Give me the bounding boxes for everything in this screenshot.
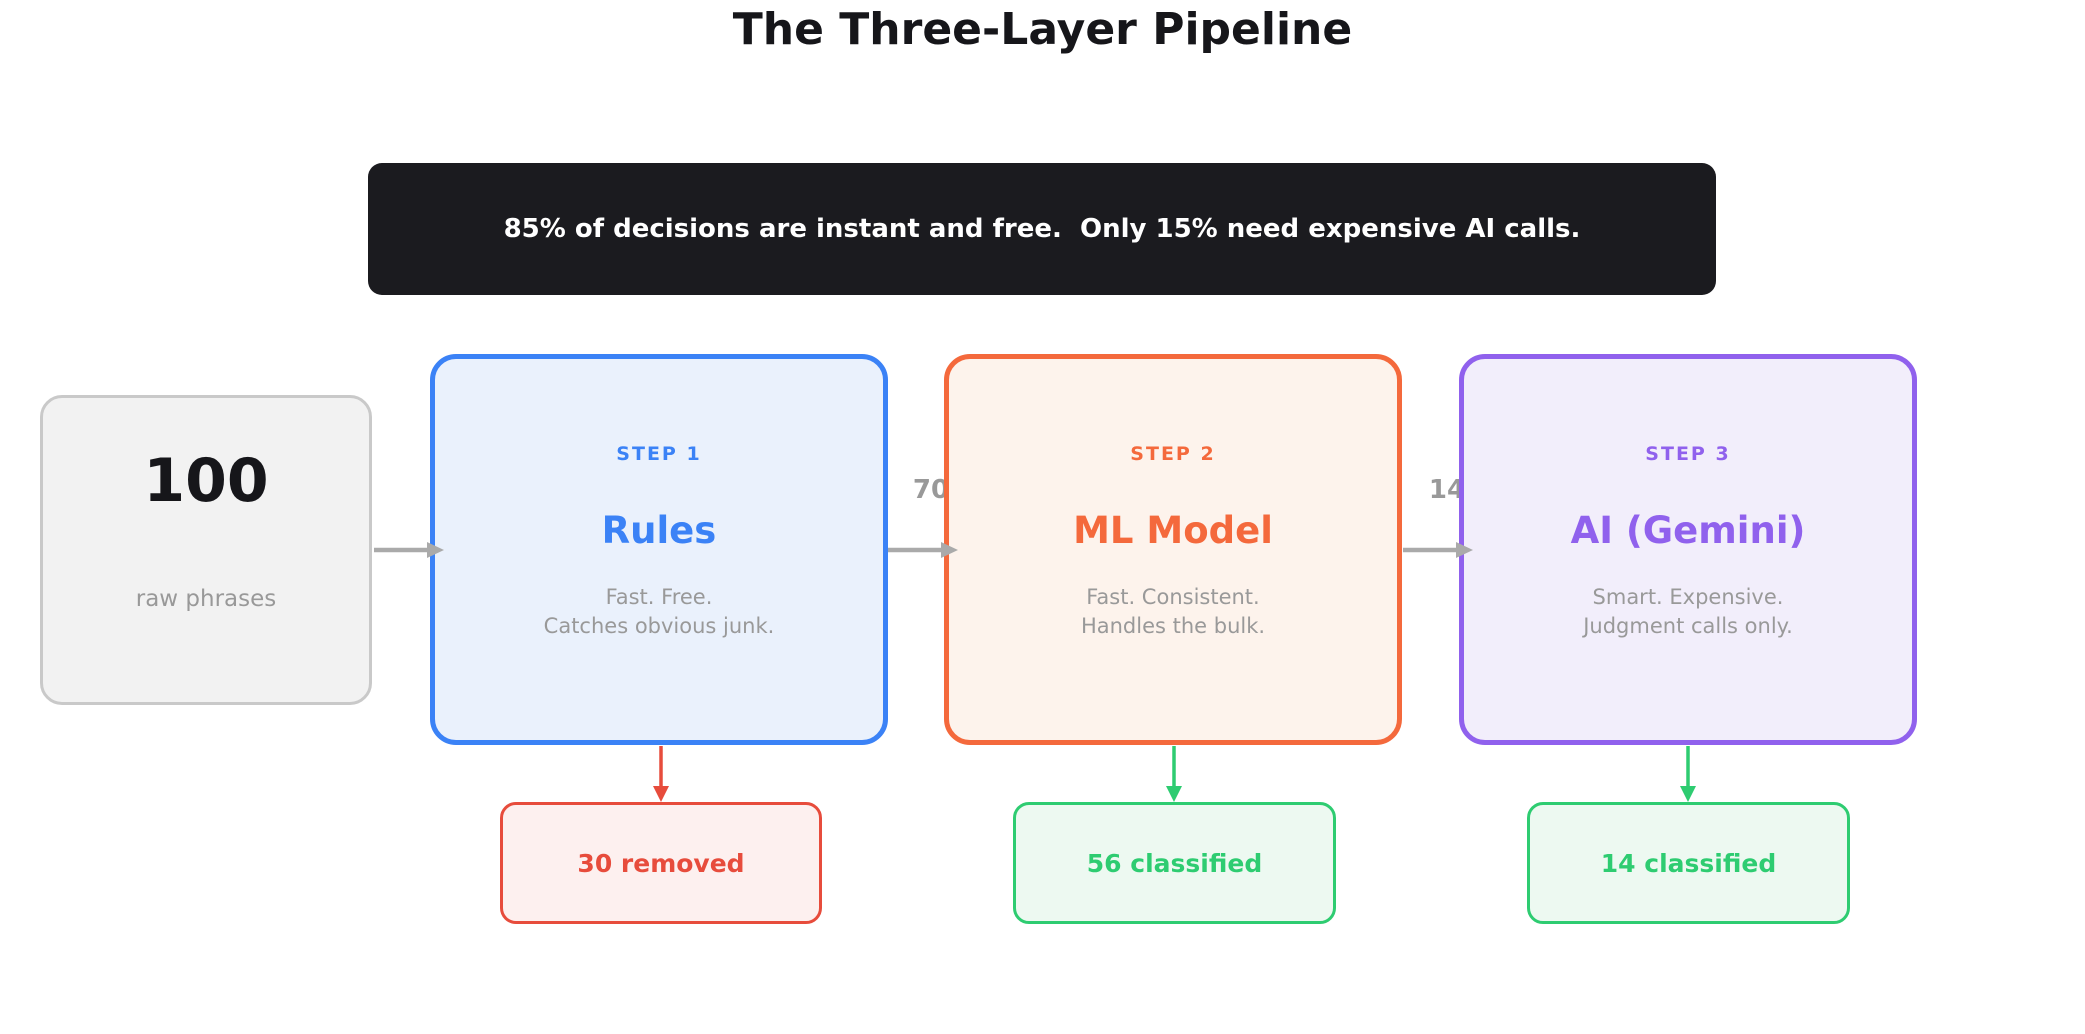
outcome-box-ml-classified: 56 classified: [1013, 802, 1336, 924]
arrow-rules-to-ml-icon: [888, 542, 958, 558]
step-box-rules: STEP 1 Rules Fast. Free. Catches obvious…: [430, 354, 888, 745]
step-number-label: STEP 3: [1645, 443, 1731, 465]
arrow-ml-to-classified-icon: [1166, 746, 1182, 802]
page-title: The Three-Layer Pipeline: [732, 4, 1353, 55]
step-desc-line: Catches obvious junk.: [543, 614, 775, 638]
outcome-box-removed: 30 removed: [500, 802, 822, 924]
step-desc-line: Judgment calls only.: [1583, 614, 1793, 638]
step-box-ai-gemini: STEP 3 AI (Gemini) Smart. Expensive. Jud…: [1459, 354, 1917, 745]
arrow-rules-to-removed-icon: [653, 746, 669, 802]
step-number-label: STEP 2: [1130, 443, 1216, 465]
arrow-source-to-rules-icon: [374, 542, 444, 558]
step-title: ML Model: [1073, 509, 1273, 552]
step-title: Rules: [601, 509, 717, 552]
step-desc-line: Handles the bulk.: [1080, 614, 1266, 638]
source-count: 100: [143, 446, 269, 516]
step-box-ml-model: STEP 2 ML Model Fast. Consistent. Handle…: [944, 354, 1402, 745]
arrow-ai-to-classified-icon: [1680, 746, 1696, 802]
step-title: AI (Gemini): [1570, 509, 1806, 552]
step-description: Fast. Consistent. Handles the bulk.: [949, 583, 1397, 641]
summary-banner-text: 85% of decisions are instant and free. O…: [503, 214, 1581, 244]
flow-count-rules-to-ml: 70: [912, 475, 950, 505]
step-desc-line: Smart. Expensive.: [1592, 585, 1784, 609]
source-box: 100 raw phrases: [40, 395, 372, 705]
step-description: Fast. Free. Catches obvious junk.: [435, 583, 883, 641]
step-description: Smart. Expensive. Judgment calls only.: [1464, 583, 1912, 641]
summary-banner: 85% of decisions are instant and free. O…: [368, 163, 1716, 295]
outcome-text: 56 classified: [1086, 848, 1263, 878]
outcome-text: 30 removed: [577, 848, 745, 878]
step-number-label: STEP 1: [616, 443, 702, 465]
source-label: raw phrases: [135, 586, 277, 612]
arrow-ml-to-ai-icon: [1403, 542, 1473, 558]
outcome-text: 14 classified: [1600, 848, 1777, 878]
outcome-box-ai-classified: 14 classified: [1527, 802, 1850, 924]
step-desc-line: Fast. Free.: [605, 585, 713, 609]
step-desc-line: Fast. Consistent.: [1086, 585, 1260, 609]
